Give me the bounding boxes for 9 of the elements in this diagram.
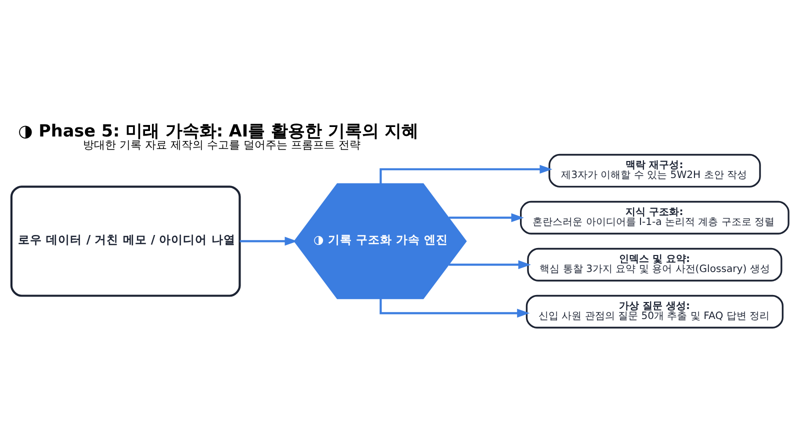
node-box: 지식 구조화: 혼란스러운 아이디어를 I-1-a 논리적 계층 구조로 정렬 (520, 200, 790, 234)
node-box: 맥락 재구성: 제3자가 이해할 수 있는 5W2H 초안 작성 (548, 153, 761, 187)
node-box: 인덱스 및 요약: 핵심 통찰 3가지 요약 및 용어 사전(Glossary) 생성 (527, 247, 782, 281)
node-box: 가상 질문 생성: 신입 사원 관점의 질문 50개 추출 및 FAQ 답변 정리 (526, 294, 784, 328)
arrow (240, 236, 298, 246)
diagram-title: ◑ Phase 5: 미래 가속화: AI를 활용한 기록의 지혜 (18, 120, 419, 140)
arrow (448, 260, 531, 269)
node-box: 로우 데이터 / 거친 메모 / 아이디어 나열 (10, 185, 241, 296)
arrow (448, 212, 524, 222)
